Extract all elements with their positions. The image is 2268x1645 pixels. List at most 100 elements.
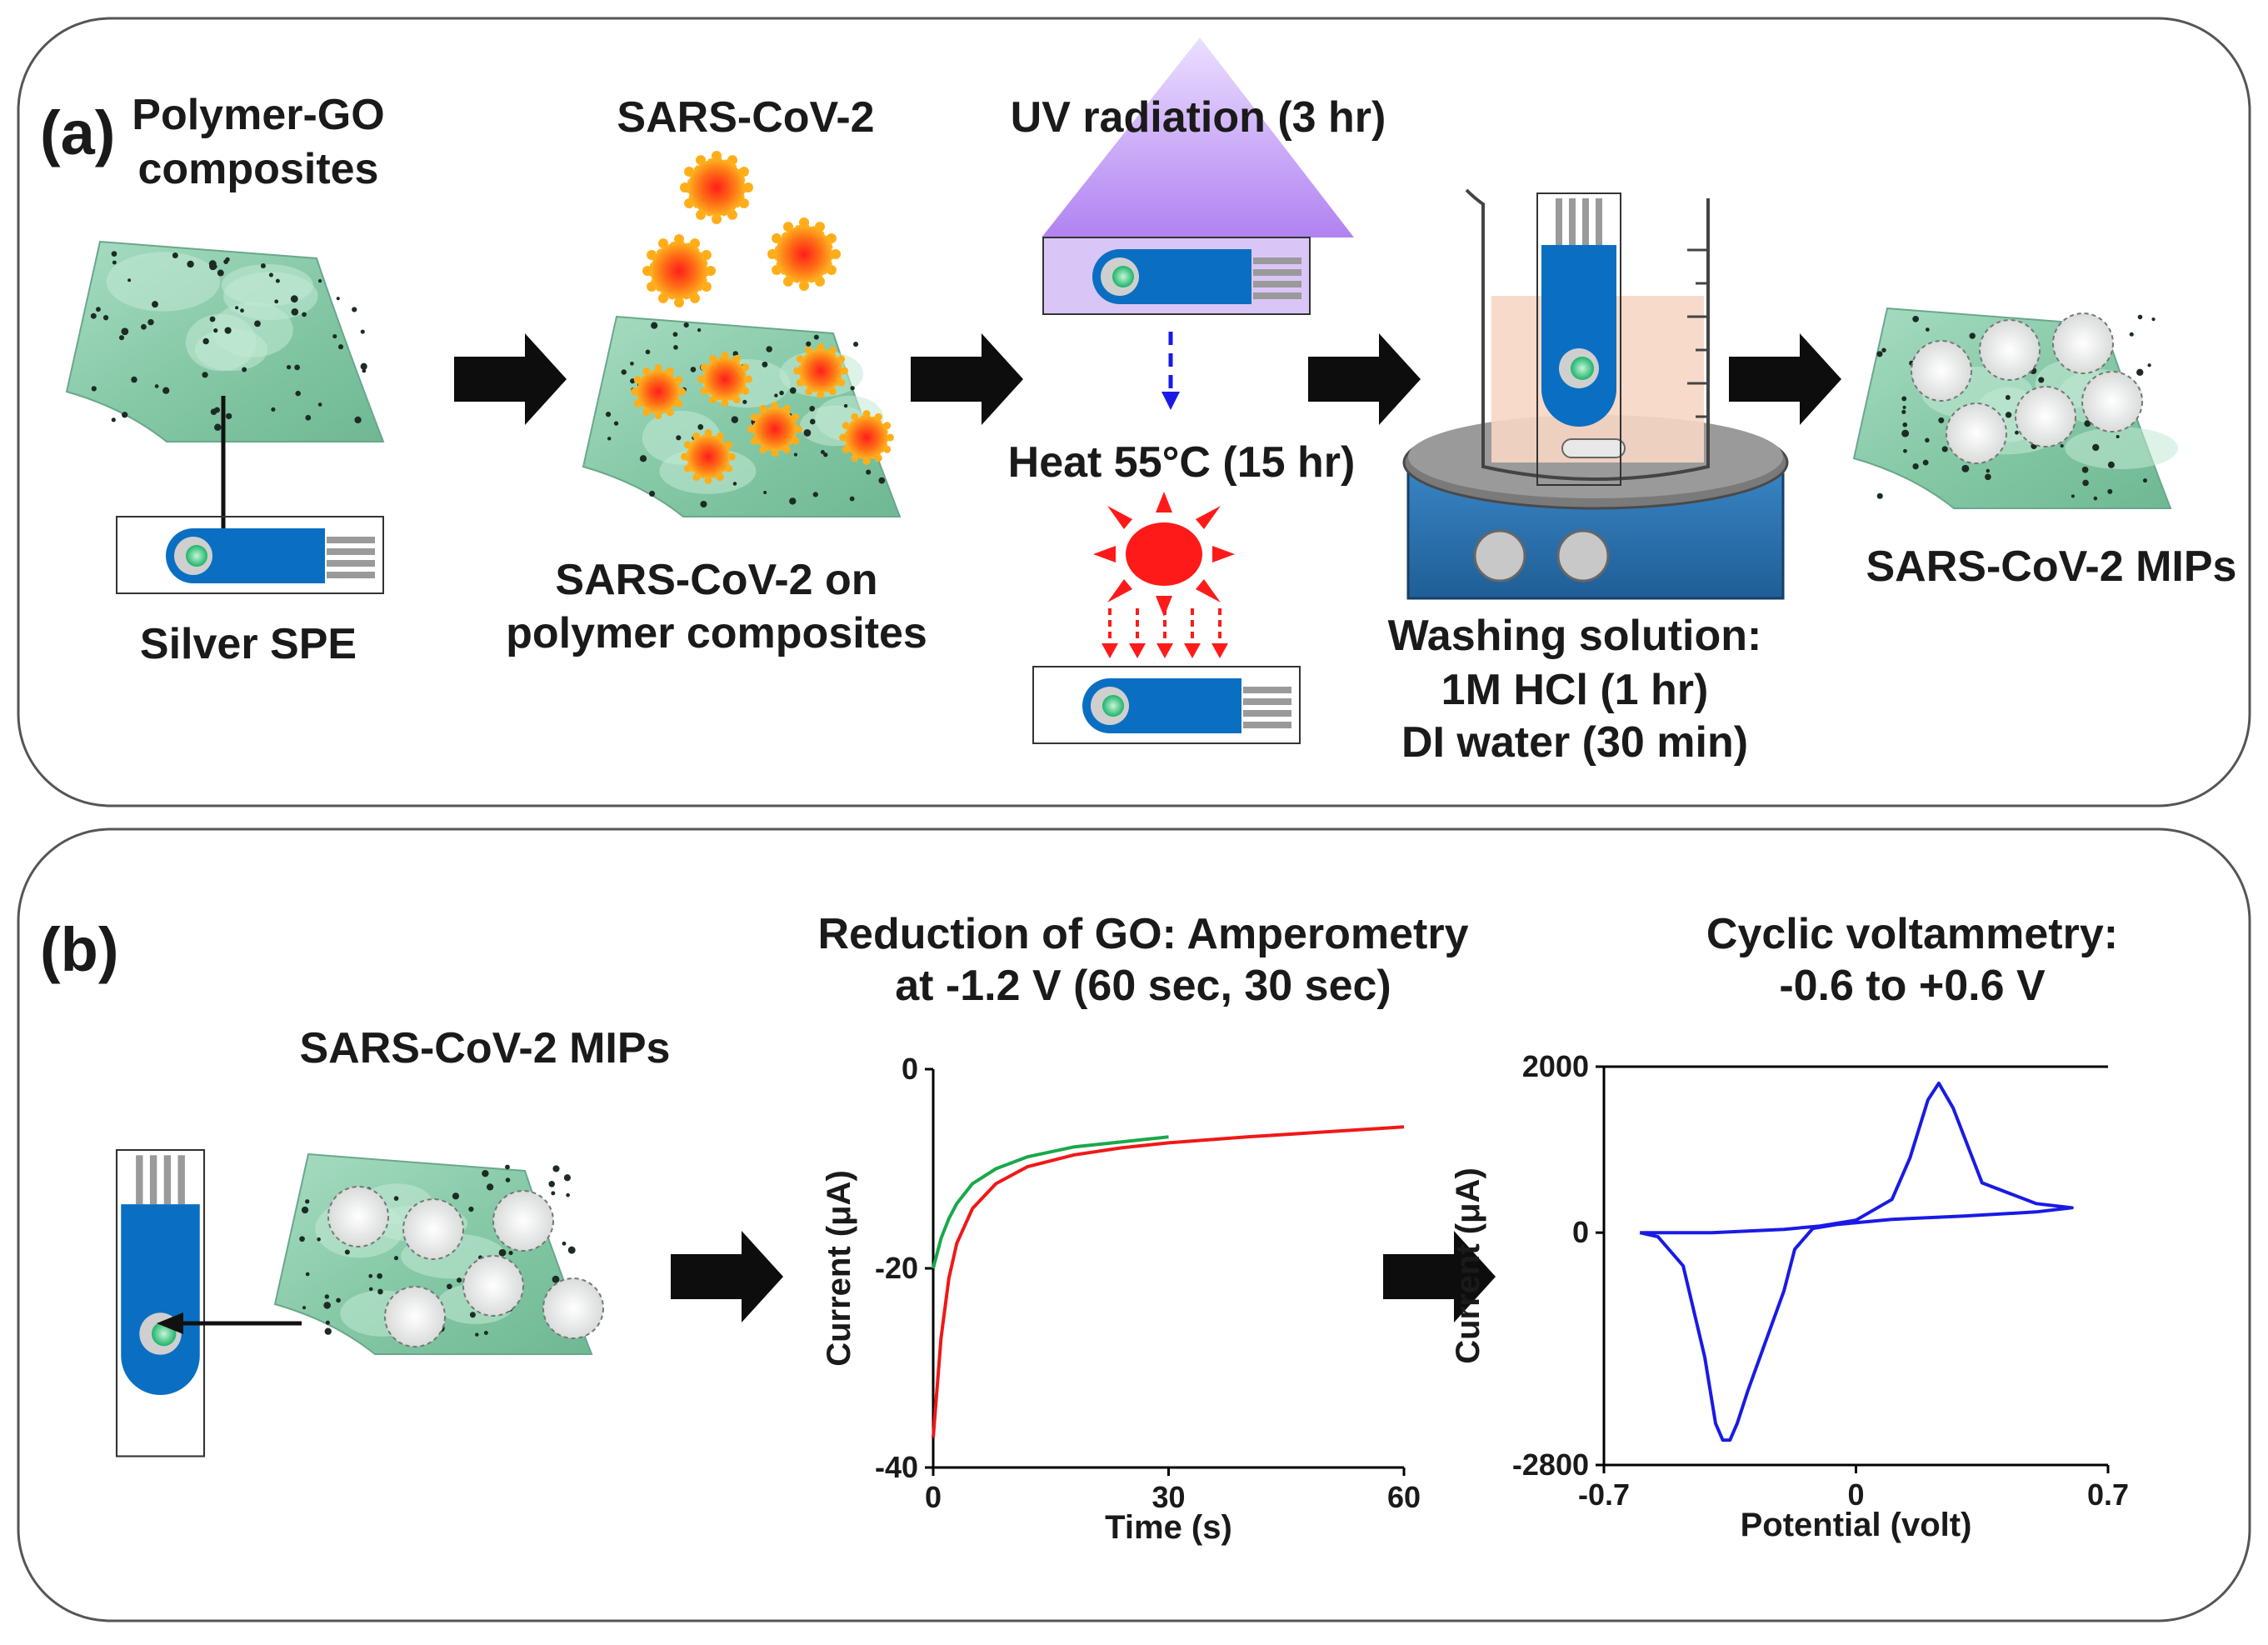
x-tick-label: -0.7: [1578, 1478, 1630, 1512]
spe-substrate: [1042, 237, 1311, 315]
go-flake: [360, 329, 365, 334]
virus-body: [702, 357, 747, 402]
uv-label: UV radiation (3 hr): [1011, 93, 1386, 142]
spe-conductor: [121, 1204, 200, 1395]
go-flake: [683, 322, 689, 328]
go-flake: [469, 1312, 476, 1318]
go-flake: [742, 399, 747, 404]
go-flake: [552, 1275, 560, 1283]
go-flake: [820, 449, 825, 454]
virus-body: [752, 407, 797, 452]
spe-contact-pin: [327, 537, 375, 543]
virus-body: [649, 241, 709, 301]
heat-arrows: [1102, 608, 1228, 658]
imprint-cavity: [492, 1190, 554, 1252]
uv-electrode: [1042, 237, 1311, 315]
go-flake: [213, 328, 218, 333]
go-flake: [673, 345, 678, 350]
go-flake: [368, 1273, 373, 1278]
go-flake: [152, 301, 158, 308]
virus-on-sheet: [747, 402, 802, 457]
go-flake: [551, 1191, 556, 1196]
cavity-body: [2081, 371, 2143, 432]
cavity-body: [542, 1278, 604, 1339]
go-flake: [649, 490, 656, 498]
cavity-body: [2015, 386, 2076, 448]
go-flake: [1876, 351, 1883, 358]
washing-label-line2: 1M HCl (1 hr): [1441, 666, 1709, 714]
go-flake: [2147, 363, 2151, 368]
go-flake: [2136, 368, 2144, 376]
go-flake: [1901, 409, 1906, 414]
virus-on-sheet: [697, 352, 752, 407]
spe-contact-pin: [1253, 292, 1301, 299]
go-flake: [2092, 443, 2100, 452]
go-flake: [452, 1192, 460, 1200]
virus-body: [774, 224, 834, 284]
cavity-body: [1911, 340, 1972, 402]
go-flake: [274, 299, 279, 304]
go-flake: [1922, 459, 1929, 466]
go-flake: [2151, 318, 2156, 322]
imprint-cavity: [1946, 402, 2007, 464]
go-flake: [393, 1196, 399, 1201]
cavity-body: [327, 1186, 389, 1248]
virus-on-sheet: [631, 364, 686, 419]
go-flake: [621, 369, 627, 375]
go-flake: [2015, 430, 2019, 435]
go-flake: [762, 361, 768, 368]
go-flake: [697, 328, 702, 332]
go-flake: [2107, 488, 2113, 494]
panel-a: (a) Polymer-GO composites Silver SPE SAR…: [17, 17, 2251, 808]
spe-working-electrode: [1571, 357, 1594, 380]
cv-title-line2: -0.6 to +0.6 V: [1779, 962, 2046, 1010]
go-flake: [131, 376, 137, 383]
go-flake: [336, 1298, 341, 1303]
go-flake: [147, 318, 154, 326]
go-flake: [809, 405, 816, 412]
go-flake: [187, 260, 194, 268]
imprint-cavity: [2052, 312, 2114, 374]
go-flake: [1901, 396, 1907, 402]
go-flake: [850, 386, 855, 391]
go-flake: [505, 1164, 510, 1170]
go-flake: [225, 412, 232, 420]
go-flake: [1925, 328, 1930, 332]
go-flake: [299, 1236, 305, 1242]
y-tick-label: -2800: [1512, 1448, 1589, 1482]
spe-contact-pin: [1243, 698, 1291, 705]
virus-body: [798, 348, 843, 393]
go-flake: [809, 418, 816, 425]
go-flake: [202, 372, 208, 378]
go-flake: [332, 333, 337, 339]
spe-contact-pin: [1569, 198, 1576, 245]
go-flake: [393, 1256, 399, 1261]
go-flake: [789, 498, 797, 505]
spe-contact-pin: [1582, 198, 1589, 245]
go-flake: [812, 492, 818, 498]
step-arrow-5: [671, 1231, 783, 1322]
spe-contact-pin: [177, 1155, 185, 1205]
go-flake: [1985, 473, 1991, 481]
heat-electrode: [1032, 666, 1301, 744]
virus-particle: [680, 151, 753, 224]
series-line: [1639, 1081, 2074, 1442]
go-flake: [235, 306, 239, 310]
go-flake: [475, 1332, 479, 1337]
go-flake: [302, 312, 307, 318]
mips-label: SARS-CoV-2 MIPs: [1866, 542, 2237, 591]
go-flake: [700, 500, 707, 508]
go-flake: [563, 1174, 571, 1182]
go-flake: [324, 1294, 330, 1299]
spe-contact-pin: [327, 572, 375, 578]
go-flake: [605, 412, 612, 418]
imprint-cavity: [2015, 386, 2076, 448]
go-flake: [1912, 462, 1919, 470]
go-flake: [127, 278, 132, 282]
virus-on-sheet: [681, 429, 736, 484]
cavity-body: [2052, 312, 2114, 374]
spe-substrate: [1032, 666, 1301, 744]
go-flake: [240, 308, 244, 313]
sun-icon: [1093, 492, 1235, 617]
